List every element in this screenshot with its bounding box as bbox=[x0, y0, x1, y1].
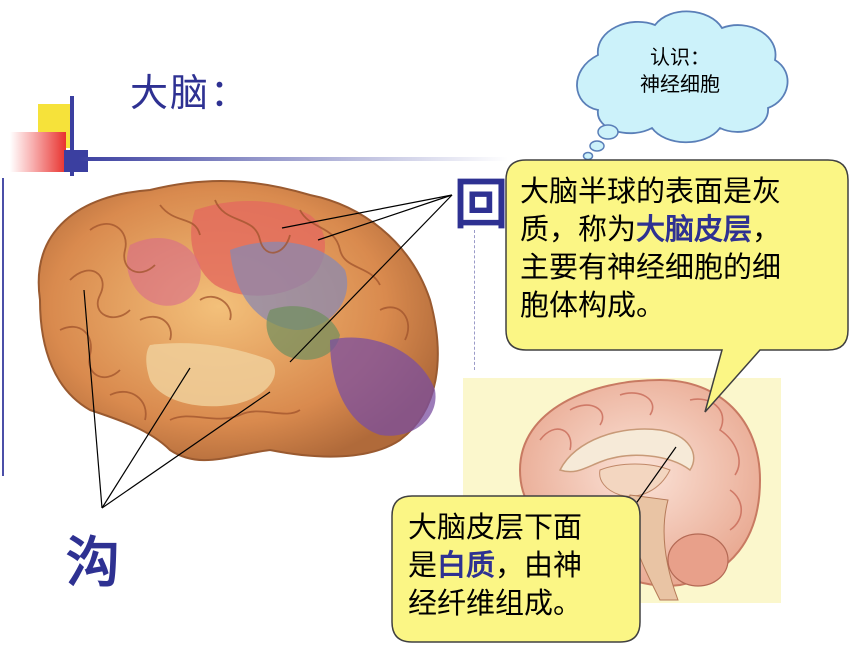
cortex-highlight-term: 大脑皮层 bbox=[636, 212, 753, 246]
white-matter-callout-shape bbox=[391, 495, 641, 643]
cortex-line1: 大脑半球的表面是灰 bbox=[520, 174, 782, 208]
white-matter-callout-text: 大脑皮层下面 是白质，由神 经纤维组成。 bbox=[408, 508, 636, 622]
white-matter-line2: 是白质，由神 bbox=[408, 546, 636, 584]
cortex-line2-post: ， bbox=[752, 212, 782, 246]
thought-cloud-line2: 神经细胞 bbox=[640, 72, 720, 96]
left-rule bbox=[2, 178, 4, 476]
cortex-line2-pre: 质，称为 bbox=[520, 212, 637, 246]
thought-cloud-line1: 认识： bbox=[650, 45, 710, 69]
white-matter-line2-pre: 是 bbox=[408, 548, 438, 582]
cortex-line2: 质，称为大脑皮层， bbox=[520, 210, 846, 248]
title-deco-square bbox=[64, 150, 88, 172]
white-matter-highlight-term: 白质 bbox=[437, 548, 496, 582]
cortex-line3: 主要有神经细胞的细 bbox=[520, 250, 782, 284]
page-title: 大脑： bbox=[130, 71, 251, 115]
sulcus-label: 沟 bbox=[66, 531, 120, 594]
thought-cloud-text: 认识： 神经细胞 bbox=[605, 44, 755, 98]
cortex-callout-text: 大脑半球的表面是灰 质，称为大脑皮层， 主要有神经细胞的细 胞体构成。 bbox=[520, 172, 846, 324]
gyrus-label: 回 bbox=[454, 173, 508, 236]
white-matter-line1: 大脑皮层下面 bbox=[408, 510, 583, 544]
thought-cloud-shape bbox=[576, 10, 789, 161]
middle-rule bbox=[474, 230, 475, 370]
title-deco-red bbox=[10, 132, 66, 172]
cortex-callout-shape bbox=[505, 159, 849, 413]
cortex-line4: 胞体构成。 bbox=[520, 288, 666, 322]
white-matter-line3: 经纤维组成。 bbox=[408, 586, 583, 620]
lateral-brain-illustration bbox=[37, 179, 453, 509]
white-matter-line2-post: ，由神 bbox=[495, 548, 583, 582]
title-deco-bar bbox=[70, 96, 74, 176]
title-underline bbox=[78, 157, 508, 161]
